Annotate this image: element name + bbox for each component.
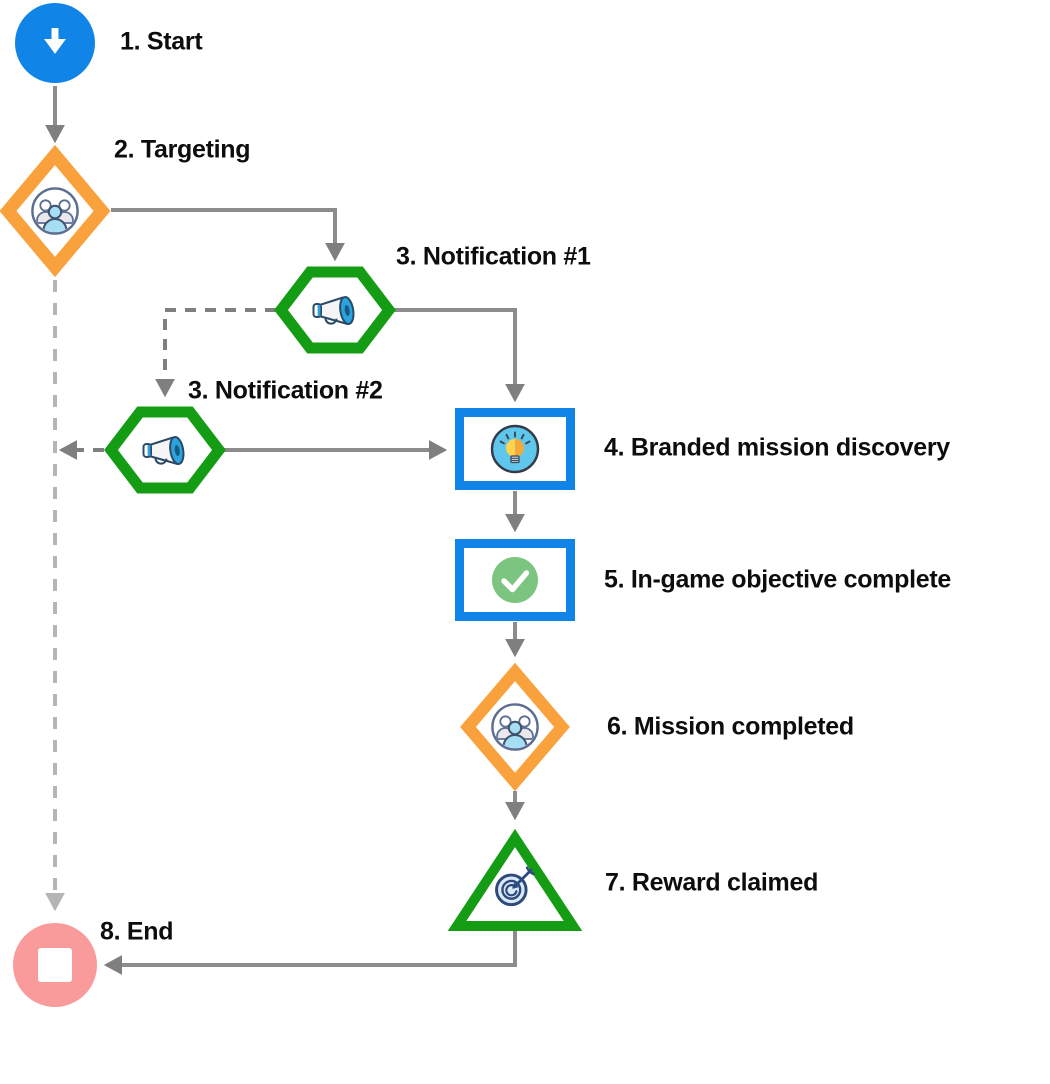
audience-icon <box>489 701 541 753</box>
node-discovery <box>455 408 575 490</box>
lightbulb-icon <box>490 424 540 474</box>
target-icon <box>495 866 535 907</box>
check-circle-icon <box>489 554 541 606</box>
node-mission-completed <box>447 659 583 795</box>
edge-notification1-to-notification2-dashed <box>155 308 276 398</box>
megaphone-icon <box>142 435 187 466</box>
node-notification2 <box>103 404 227 496</box>
label-mission-completed: 6. Mission completed <box>607 712 854 741</box>
node-start <box>15 3 95 83</box>
label-reward: 7. Reward claimed <box>605 868 819 897</box>
edge-targeting-to-notification1 <box>111 208 345 262</box>
node-end <box>13 923 97 1007</box>
label-targeting: 2. Targeting <box>114 135 251 164</box>
edge-notification1-to-discovery <box>394 308 525 403</box>
edge-reward-to-end <box>103 931 517 975</box>
megaphone-icon <box>312 295 357 326</box>
node-objective <box>455 539 575 621</box>
node-targeting <box>0 141 125 281</box>
audience-icon <box>29 185 81 237</box>
node-notification1 <box>273 264 397 356</box>
label-start: 1. Start <box>120 27 203 56</box>
label-notification1: 3. Notification #1 <box>396 242 591 271</box>
arrow-down-icon <box>44 28 66 54</box>
label-discovery: 4. Branded mission discovery <box>604 433 950 462</box>
stop-square-icon <box>38 948 72 982</box>
label-notification2: 3. Notification #2 <box>188 376 383 405</box>
node-reward <box>447 820 583 935</box>
label-end: 8. End <box>100 917 174 946</box>
label-objective: 5. In-game objective complete <box>604 565 951 594</box>
